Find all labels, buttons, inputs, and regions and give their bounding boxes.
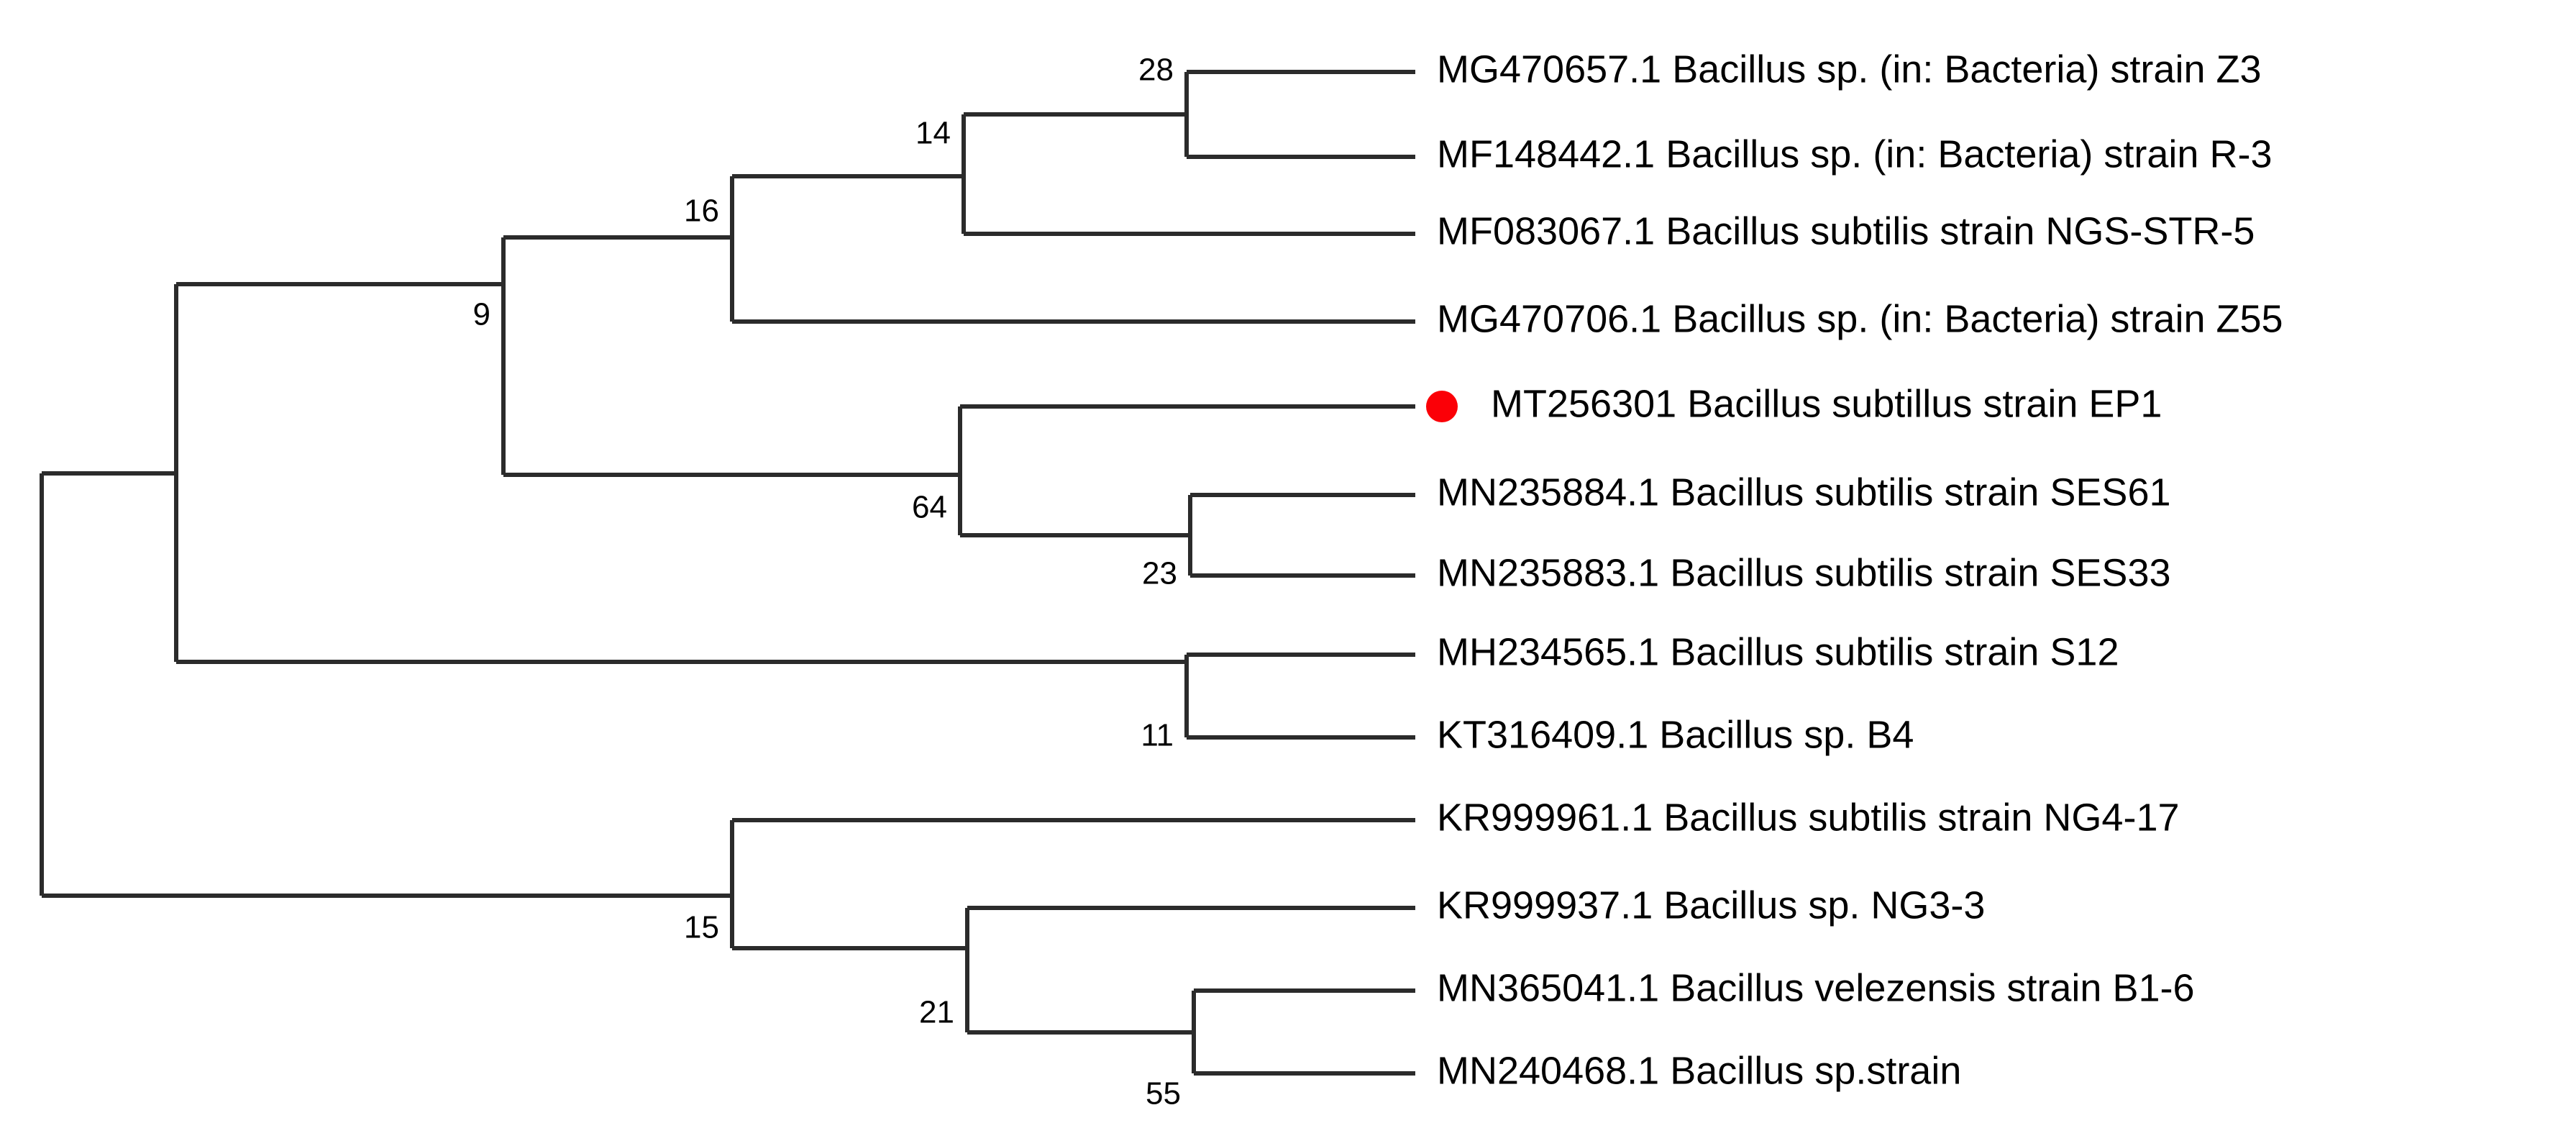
taxon-label: MN365041.1 Bacillus velezensis strain B1… — [1437, 966, 2195, 1009]
taxon-label: MG470657.1 Bacillus sp. (in: Bacteria) s… — [1437, 47, 2262, 91]
taxon-label: MG470706.1 Bacillus sp. (in: Bacteria) s… — [1437, 297, 2283, 340]
support-value-n21: 21 — [919, 995, 954, 1030]
support-value-n9: 9 — [473, 297, 490, 332]
taxon-label: MT256301 Bacillus subtillus strain EP1 — [1491, 382, 2162, 425]
taxon-label: KR999961.1 Bacillus subtilis strain NG4-… — [1437, 796, 2180, 839]
taxon-label: KT316409.1 Bacillus sp. B4 — [1437, 713, 1914, 756]
support-value-n15: 15 — [684, 910, 719, 945]
highlight-marker-layer — [1426, 391, 1458, 422]
support-value-n16: 16 — [684, 194, 719, 229]
support-value-n64: 64 — [912, 490, 947, 525]
taxon-label: MN240468.1 Bacillus sp.strain — [1437, 1049, 1961, 1092]
taxon-label: MN235883.1 Bacillus subtilis strain SES3… — [1437, 551, 2171, 594]
taxon-label-layer: MG470657.1 Bacillus sp. (in: Bacteria) s… — [1437, 47, 2283, 1092]
taxon-label: MF148442.1 Bacillus sp. (in: Bacteria) s… — [1437, 132, 2272, 176]
taxon-label: MN235884.1 Bacillus subtilis strain SES6… — [1437, 471, 2171, 514]
support-value-n11: 11 — [1141, 718, 1174, 753]
taxon-label: MH234565.1 Bacillus subtilis strain S12 — [1437, 630, 2119, 673]
branch-layer — [40, 70, 1415, 1076]
taxon-label: KR999937.1 Bacillus sp. NG3-3 — [1437, 883, 1985, 927]
support-value-n14: 14 — [915, 116, 951, 151]
support-value-layer: 28 14 16 9 64 23 11 15 21 55 — [473, 53, 1181, 1112]
highlight-dot-icon — [1426, 391, 1458, 422]
taxon-label: MF083067.1 Bacillus subtilis strain NGS-… — [1437, 209, 2255, 253]
support-value-n28: 28 — [1138, 53, 1174, 88]
support-value-n23: 23 — [1142, 556, 1177, 591]
support-value-n55: 55 — [1146, 1076, 1181, 1112]
